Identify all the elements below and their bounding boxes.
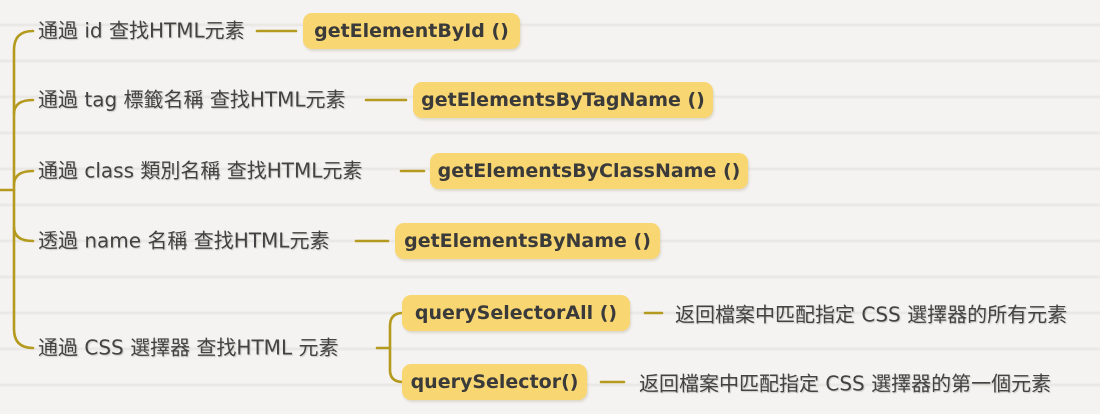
method-node-queryselector[interactable]: querySelector() [402, 364, 587, 400]
branch-label-class[interactable]: 通過 class 類別名稱 查找HTML元素 [38, 158, 363, 183]
css-fork-line [388, 311, 405, 384]
description-node-queryselector[interactable]: 返回檔案中匹配指定 CSS 選擇器的第一個元素 [639, 371, 1052, 396]
method-node-getelementsbyname[interactable]: getElementsByName () [395, 223, 660, 259]
branch-curve-name [12, 225, 35, 243]
branch-label-name[interactable]: 透過 name 名稱 查找HTML元素 [38, 228, 330, 253]
method-node-getelementsbytagname[interactable]: getElementsByTagName () [413, 82, 713, 118]
method-node-getelementbyid[interactable]: getElementById () [303, 13, 520, 49]
method-node-getelementsbyclassname[interactable]: getElementsByClassName () [430, 153, 748, 189]
branch-curve-tag [12, 98, 35, 116]
description-node-queryselectorall[interactable]: 返回檔案中匹配指定 CSS 選擇器的所有元素 [675, 302, 1068, 327]
branch-label-tag[interactable]: 通過 tag 標籤名稱 查找HTML元素 [38, 87, 346, 112]
branch-curve-class [12, 169, 35, 187]
branch-label-css-selector[interactable]: 通過 CSS 選擇器 查找HTML 元素 [38, 335, 339, 360]
branch-label-id[interactable]: 通過 id 查找HTML元素 [38, 18, 245, 43]
trunk-line [12, 29, 35, 350]
method-node-queryselectorall[interactable]: querySelectorAll () [402, 295, 630, 331]
